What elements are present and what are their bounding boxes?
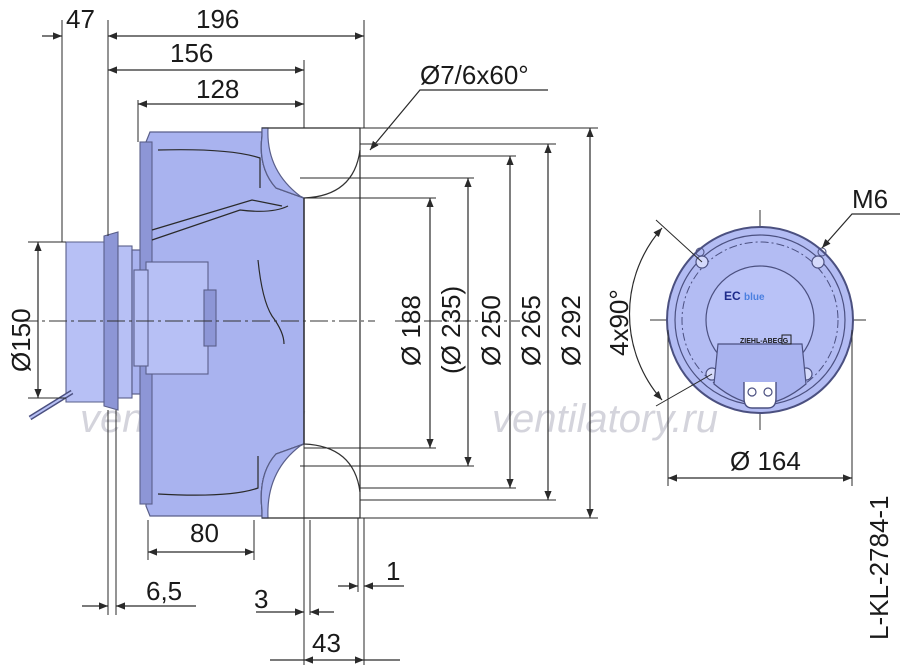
motor-ring <box>117 245 133 399</box>
dim-dia265: Ø 265 <box>516 295 546 366</box>
front-view: EC blue ZIEHL-ABEGG M6 Ø 164 L-KL-2784-1 <box>628 184 900 640</box>
brand-maker: ZIEHL-ABEGG <box>740 338 789 345</box>
dim-hole: Ø7/6x60° <box>420 60 529 90</box>
dim-dia235: (Ø 235) <box>436 286 466 374</box>
dim-6-5: 6,5 <box>146 576 182 606</box>
dim-dia150: Ø150 <box>6 308 36 372</box>
motor-cap <box>65 241 109 403</box>
dim-1: 1 <box>386 556 400 586</box>
dim-dia164: Ø 164 <box>730 446 801 476</box>
side-view: 47 196 156 128 Ø7/6x60° Ø150 80 6,5 3 43… <box>6 4 634 665</box>
drawing-code: L-KL-2784-1 <box>864 495 894 640</box>
hub <box>145 261 209 375</box>
dim-196: 196 <box>196 4 239 34</box>
brand-ec: EC <box>724 289 741 303</box>
dim-128: 128 <box>196 74 239 104</box>
brand-blue: blue <box>744 292 765 303</box>
angle-arc <box>628 227 663 401</box>
dim-47: 47 <box>66 4 95 34</box>
thread-m6: M6 <box>852 184 888 214</box>
dim-43: 43 <box>312 628 341 658</box>
dim-80: 80 <box>190 518 219 548</box>
dim-156: 156 <box>170 38 213 68</box>
dim-3: 3 <box>254 584 268 614</box>
dim-angle: 4x90° <box>604 289 634 356</box>
watermark-right: ventilatory.ru <box>492 397 718 441</box>
dim-dia188: Ø 188 <box>396 295 426 366</box>
mount-hole-tr <box>811 255 825 269</box>
dim-dia250: Ø 250 <box>476 295 506 366</box>
dim-dia292: Ø 292 <box>556 295 586 366</box>
